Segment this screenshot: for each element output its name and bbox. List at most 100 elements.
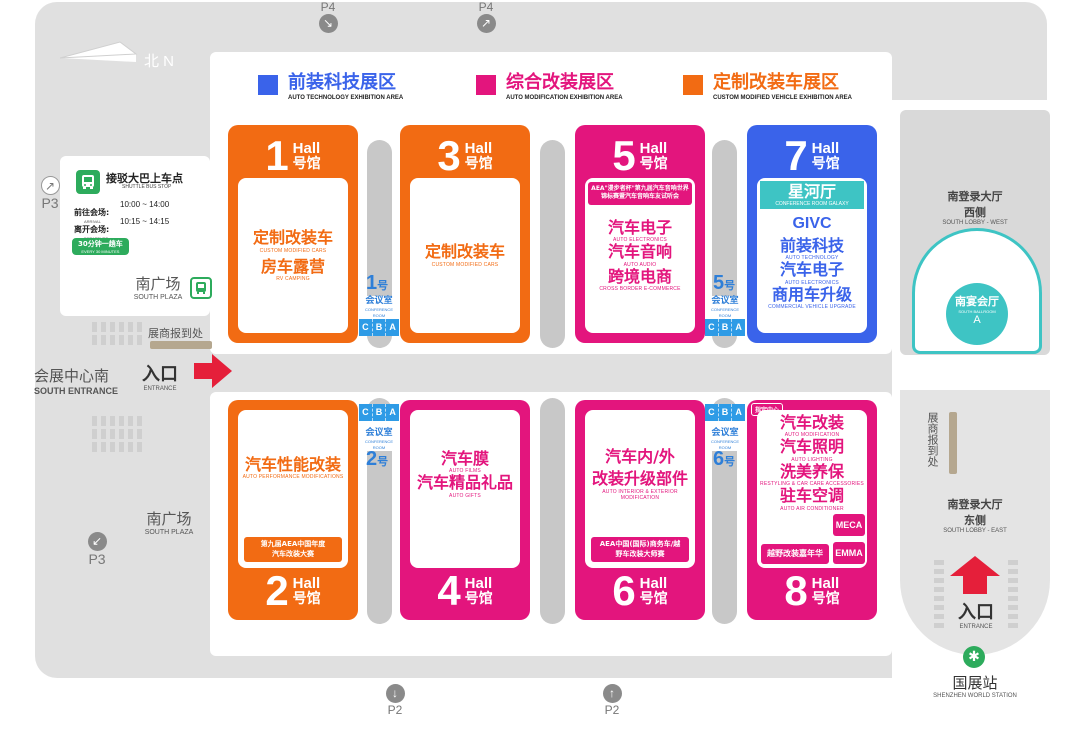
parking-label: P2 <box>387 703 403 717</box>
hall-3-content: 定制改装车 CUSTOM MODIFIED CARS <box>410 178 520 333</box>
bus-stop-icon <box>190 277 212 299</box>
hall-category-en: CUSTOM MODIFIED CARS <box>431 261 499 268</box>
hall-category: 洗美养保 <box>779 461 844 481</box>
hall-label-en: Hall <box>464 139 493 157</box>
hall-2-content: 汽车性能改装 AUTO PERFORMANCE MODIFICATIONS 第九… <box>238 410 348 568</box>
south-entrance-label: 会展中心南 SOUTH ENTRANCE <box>34 367 119 396</box>
hall-category-en: RESTYLING & CAR CARE ACCESSORIES <box>760 481 864 488</box>
hall-number: 8 <box>784 567 808 614</box>
hall-6-content: 汽车内/外 改装升级部件 AUTO INTERIOR & EXTERIOR MO… <box>585 410 695 568</box>
ballroom-title: 南宴会厅 <box>955 295 999 308</box>
metro-icon: ✱ <box>963 646 985 668</box>
east-registration-desk[interactable] <box>949 412 957 474</box>
shuttle-title: 接驳大巴上车点 <box>106 172 183 185</box>
compass-north-label: 北 N <box>144 53 175 70</box>
crosswalk-east-right <box>1008 560 1018 628</box>
hall-5-event-banner[interactable]: AEA"漫步者杯"第九届汽车音响世界锦标赛暨汽车音响车友试听会 <box>588 182 692 205</box>
hall-label-en: Hall <box>292 574 321 592</box>
hall-2-event-banner[interactable]: 第九届AEA中国年度汽车改装大赛 <box>244 537 342 562</box>
crosswalk-upper-2 <box>92 335 142 345</box>
hall-label-en: Hall <box>464 574 493 592</box>
arrow-down-left-icon: ↙ <box>87 532 107 551</box>
parking-p2-right[interactable]: ↑ P2 <box>598 684 626 717</box>
east-lobby-block-south <box>900 390 1050 655</box>
hall-category-en: CROSS BORDER E-COMMERCE <box>599 285 681 292</box>
parking-p3-top[interactable]: ↗ P3 <box>36 176 64 211</box>
corridor-3-5 <box>540 140 565 348</box>
metro-station[interactable]: 国展站 SHENZHEN WORLD STATION <box>920 672 1030 699</box>
parking-p4-right[interactable]: P4 ↗ <box>472 0 500 33</box>
ballroom-letter: A <box>973 314 981 326</box>
hall-category-en: AUTO PERFORMANCE MODIFICATIONS <box>242 474 344 481</box>
arrow-down-right-icon: ↘ <box>318 14 338 33</box>
arrow-up-right-icon: ↗ <box>40 176 60 195</box>
conference-6-number: 6号 <box>713 448 736 470</box>
emma-box[interactable]: EMMA <box>833 542 865 564</box>
hall-label-en: Hall <box>639 139 668 157</box>
hall-label-en: Hall <box>639 574 668 592</box>
south-lobby-east: 南登录大厅 东侧 SOUTH LOBBY - EAST <box>943 498 1007 534</box>
shuttle-bus-stop[interactable]: 接驳大巴上车点 SHUTTLE BUS STOP 前往会场: 10:00 ~ 1… <box>72 168 202 260</box>
hall-4-content: 汽车膜 AUTO FILMS 汽车精品礼品 AUTO GIFTS <box>410 410 520 568</box>
hall-category-en: AUTO AIR CONDITIONER <box>780 505 844 512</box>
hall-6-event-banner[interactable]: AEA中国(国际)商务车/越野车改装大师赛 <box>591 537 689 562</box>
hall-category: 汽车膜 <box>440 449 489 468</box>
legend-subtitle: CUSTOM MODIFIED VEHICLE EXHIBITION AREA <box>713 94 853 101</box>
north-arrow-icon <box>60 41 138 62</box>
legend-title: 综合改装展区 <box>506 72 614 93</box>
conference-label-en: CONFERENCE ROOM <box>364 307 393 318</box>
conference-1-number: 1号 <box>366 272 389 294</box>
registration-desk[interactable] <box>150 341 212 349</box>
hall-2[interactable]: 汽车性能改装 AUTO PERFORMANCE MODIFICATIONS 第九… <box>228 400 358 620</box>
hall-label-cn: 号馆 <box>464 155 493 172</box>
hall-8[interactable]: 指定中心 汽车改装 AUTO MODIFICATION 汽车照明 AUTO LI… <box>747 400 877 620</box>
hall-number: 6 <box>612 567 636 614</box>
corridor-4-6 <box>540 398 565 624</box>
parking-label: P2 <box>604 703 620 717</box>
hall-8-event-banner[interactable]: 越野改装嘉年华 <box>761 544 829 564</box>
hall-category: 汽车改装 <box>779 413 844 432</box>
hall-category: 定制改装车 <box>252 228 333 248</box>
hall-label-en: Hall <box>292 139 321 157</box>
conference-galaxy[interactable]: 星河厅 CONFERENCE ROOM GALAXY <box>760 181 864 209</box>
east-entrance-arrow-icon[interactable] <box>950 556 1000 594</box>
hall-label-cn: 号馆 <box>292 590 321 607</box>
parking-p3-bottom[interactable]: ↙ P3 <box>83 532 111 567</box>
parking-p4-left[interactable]: P4 ↘ <box>314 0 342 33</box>
shuttle-frequency: 30分钟一趟车 EVERY 30 MINUTES <box>72 238 129 255</box>
conference-label: 会议室 <box>365 428 393 438</box>
entrance-arrow-icon[interactable] <box>194 354 234 388</box>
conference-label: 会议室 <box>711 428 739 438</box>
hall-category-en: AUTO ELECTRONICS <box>785 279 839 286</box>
conference-2-number: 2号 <box>366 448 389 470</box>
ballroom-circle[interactable]: 南宴会厅 SOUTH BALLROOM A <box>946 283 1008 345</box>
east-entrance-label: 入口 ENTRANCE <box>958 602 994 630</box>
hall-category: 汽车音响 <box>607 242 672 262</box>
hall-number: 4 <box>437 567 461 614</box>
hall-1-content: 定制改装车 CUSTOM MODIFIED CARS 房车露营 RV CAMPI… <box>238 178 348 333</box>
hall-6[interactable]: 汽车内/外 改装升级部件 AUTO INTERIOR & EXTERIOR MO… <box>575 400 705 620</box>
legend-swatch <box>258 75 278 95</box>
meca-box[interactable]: MECA <box>833 514 865 536</box>
parking-label: P3 <box>41 195 59 211</box>
station-name-en: SHENZHEN WORLD STATION <box>933 693 1017 699</box>
hall-8-content: 汽车改装 AUTO MODIFICATION 汽车照明 AUTO LIGHTIN… <box>757 410 867 568</box>
hall-category: 汽车电子 <box>607 217 672 237</box>
parking-p2-left[interactable]: ↓ P2 <box>381 684 409 717</box>
conference-label-en: CONFERENCE ROOM <box>364 439 393 450</box>
